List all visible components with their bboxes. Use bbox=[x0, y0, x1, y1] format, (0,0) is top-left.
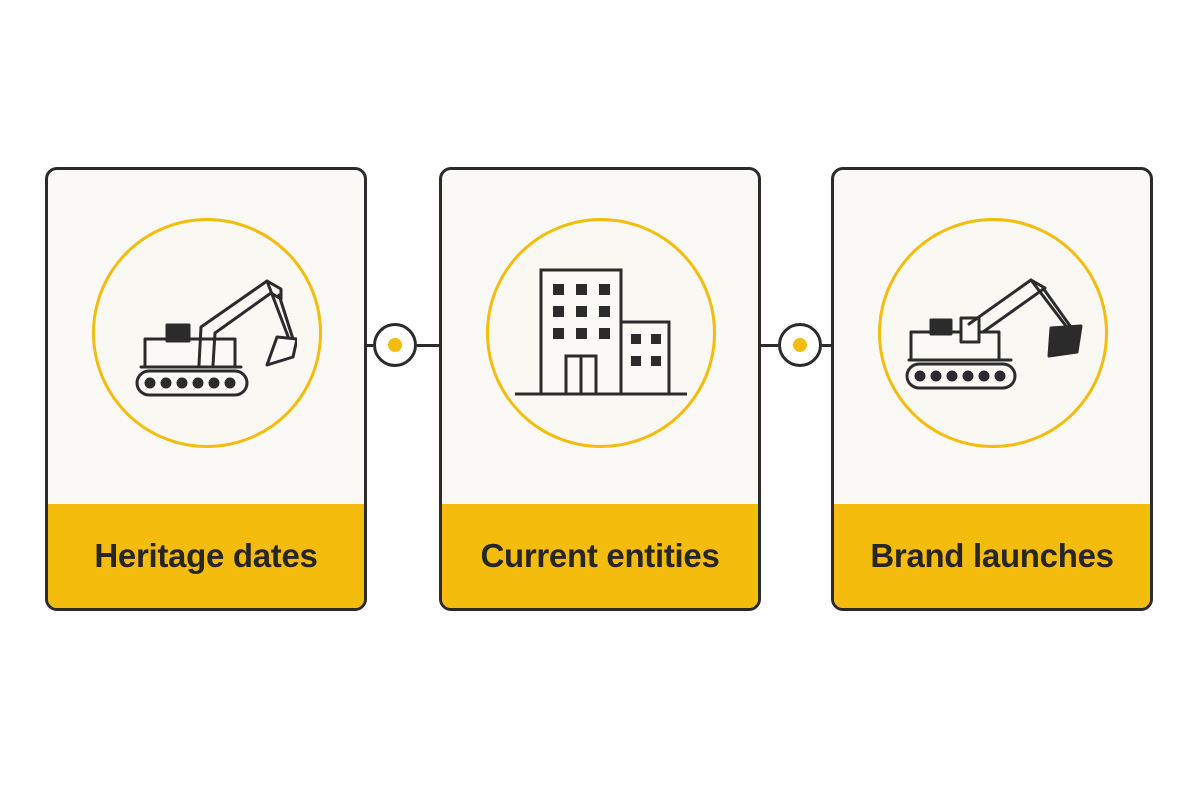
stage-label: Current entities bbox=[480, 537, 720, 574]
connector-node-1 bbox=[373, 323, 417, 367]
icon-circle bbox=[878, 218, 1108, 448]
excavator-icon bbox=[135, 279, 297, 397]
building-icon bbox=[515, 268, 687, 396]
connector-node-2 bbox=[778, 323, 822, 367]
stage-card-current-entities: Current entities bbox=[439, 167, 761, 611]
stage-label-band: Current entities bbox=[442, 504, 758, 608]
stage-card-heritage: Heritage dates bbox=[45, 167, 367, 611]
connector-node-dot bbox=[793, 338, 807, 352]
stage-label-band: Heritage dates bbox=[48, 504, 364, 608]
icon-circle bbox=[486, 218, 716, 448]
icon-circle bbox=[92, 218, 322, 448]
connector-node-dot bbox=[388, 338, 402, 352]
stage-label: Brand launches bbox=[870, 537, 1114, 574]
excavator-icon bbox=[905, 278, 1083, 390]
stage-card-brand-launches: Brand launches bbox=[831, 167, 1153, 611]
stage-label-band: Brand launches bbox=[834, 504, 1150, 608]
stage-label: Heritage dates bbox=[94, 537, 318, 574]
